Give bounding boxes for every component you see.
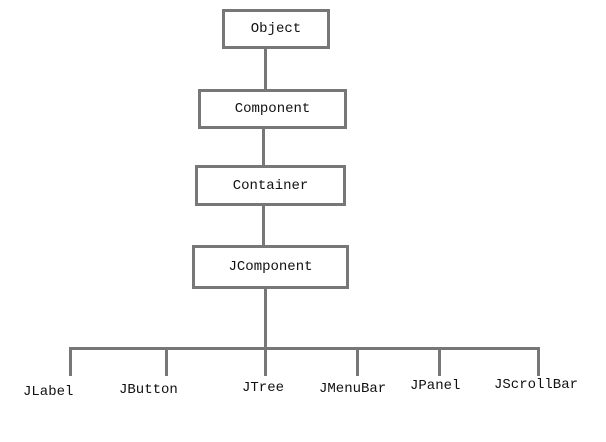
jcomponent-class-label: JComponent [228, 259, 313, 275]
connector-jcomponent-trunk [264, 287, 267, 349]
object-class-label: Object [250, 21, 302, 37]
connector-drop-jmenubar [356, 347, 359, 376]
jmenubar-class-label: JMenuBar [319, 381, 387, 397]
connector-children-bus [69, 347, 540, 350]
jlabel-class-label: JLabel [23, 384, 74, 400]
connector-drop-jtree [264, 347, 267, 376]
container-class-box: Container [195, 165, 346, 206]
connector-drop-jscrollbar [537, 347, 540, 376]
object-class-box: Object [222, 9, 330, 49]
jscrollbar-class-label: JScrollBar [494, 377, 579, 393]
connector-drop-jbutton [165, 347, 168, 376]
jtree-class-label: JTree [242, 380, 285, 396]
connector-drop-jpanel [438, 347, 441, 376]
jbutton-class-label: JButton [119, 382, 178, 398]
jcomponent-class-box: JComponent [192, 245, 349, 289]
connector-container-jcomponent [262, 205, 265, 246]
component-class-box: Component [198, 89, 347, 129]
connector-object-component [264, 47, 267, 90]
jpanel-class-label: JPanel [410, 378, 461, 394]
container-class-label: Container [232, 177, 309, 194]
component-class-label: Component [234, 101, 311, 117]
connector-drop-jlabel [69, 347, 72, 376]
connector-component-container [262, 126, 265, 166]
